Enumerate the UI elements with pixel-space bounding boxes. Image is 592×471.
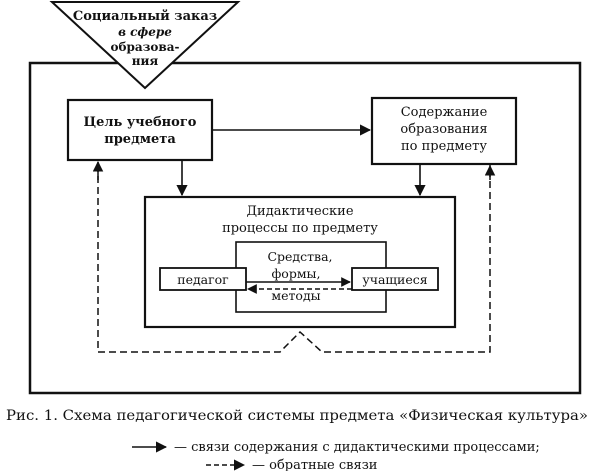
feedback-loop-path [97,165,491,353]
goal-box-line-1: Цель учебного [84,115,197,130]
goal-box-line-2: предмета [104,132,176,147]
social-order-line-4: ния [132,54,159,68]
system-frame [28,61,582,395]
students-box-label: учащиеся [362,272,427,287]
figure-caption: Рис. 1. Схема педагогической системы пре… [6,408,588,424]
social-order-line-2: в сфере [118,25,172,39]
means-box-line-1: Средства, [267,249,332,264]
content-box [370,96,518,166]
social-order-line-3: образова- [111,40,180,54]
teacher-box [159,267,247,291]
didactic-box-line-1: Дидактические [246,204,353,219]
teacher-box-label: педагог [177,272,229,287]
content-box-line-3: по предмету [401,139,487,154]
means-box-line-3: методы [271,288,320,303]
means-box-line-2: формы, [272,266,321,281]
students-box [351,267,439,291]
content-box-line-2: образования [400,122,487,137]
legend-solid-label: — связи содержания с дидактическими проц… [174,440,540,455]
goal-box [66,98,214,162]
social-order-line-1: Социальный заказ [73,9,217,24]
content-box-line-1: Содержание [401,105,488,120]
didactic-box-line-2: процессы по предмету [222,221,378,236]
social-order-triangle [49,1,241,90]
legend-dashed-label: — обратные связи [252,458,377,471]
